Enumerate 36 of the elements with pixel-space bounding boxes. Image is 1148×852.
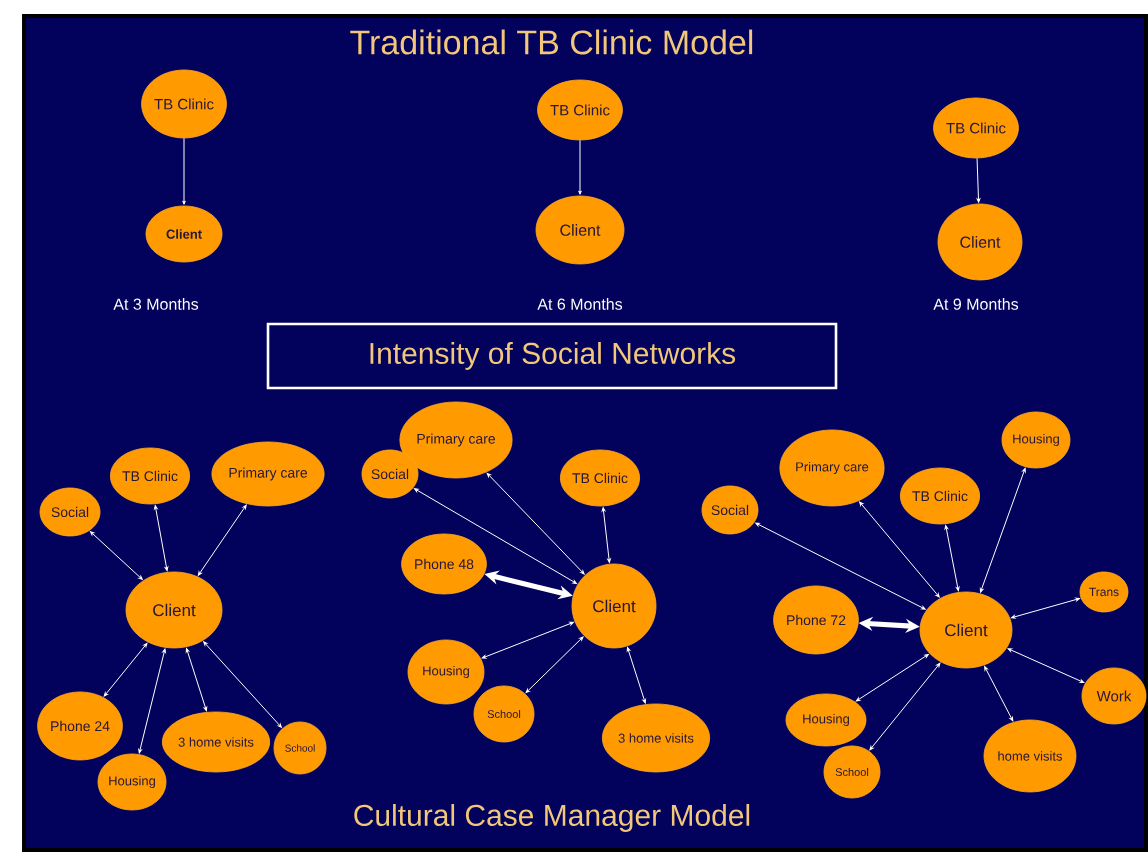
section-heading: Cultural Case Manager Model: [354, 804, 750, 832]
circle-node: Client: [125, 571, 223, 649]
arrow: [869, 662, 941, 751]
heading-box: Intensity of Social Networks: [266, 322, 838, 390]
arrow: [89, 531, 143, 580]
arrow: [859, 501, 940, 598]
circle-node: Client: [571, 563, 657, 649]
arrow: [855, 653, 929, 702]
arrow: [626, 647, 646, 704]
arrow: [525, 636, 584, 694]
arrow: [1010, 597, 1080, 619]
circle-node: Client: [937, 203, 1023, 281]
arrow: [486, 472, 585, 575]
arrow: [182, 137, 186, 205]
arrow: [944, 524, 960, 592]
arrow: [979, 467, 1026, 593]
arrow: [578, 139, 582, 195]
arrow: [601, 507, 611, 563]
circle-node: Client: [535, 195, 625, 265]
arrow: [203, 641, 282, 728]
arrow: [413, 488, 577, 584]
arrow: [481, 621, 574, 659]
period-label: At 3 Months: [113, 298, 199, 310]
arrow: [185, 647, 208, 712]
period-label: At 6 Months: [537, 298, 623, 310]
arrow: [197, 504, 247, 576]
arrow: [1007, 648, 1085, 684]
arrow: [976, 157, 981, 203]
period-label: At 9 Months: [933, 298, 1019, 310]
arrow: [984, 666, 1014, 722]
arrow: [154, 505, 169, 572]
arrow: [103, 642, 148, 697]
arrow: [138, 648, 166, 754]
arrow: [755, 522, 926, 610]
circle-node: Client: [919, 591, 1013, 669]
slide-title: Traditional TB Clinic Model: [350, 29, 753, 55]
